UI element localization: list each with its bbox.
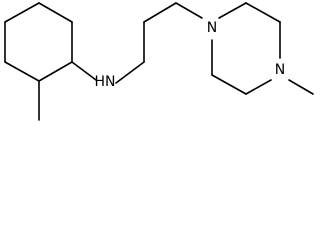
amine-nh-label: HN	[95, 74, 116, 90]
propyl-chain	[115, 2, 203, 84]
bond	[143, 2, 177, 23]
n-methyl-bond	[288, 79, 314, 95]
bond	[38, 61, 73, 82]
bond	[4, 61, 40, 82]
structure-canvas: HN N N	[4, 2, 314, 121]
bond	[218, 2, 247, 19]
bond	[38, 2, 73, 23]
bond	[211, 74, 247, 95]
bond	[245, 79, 272, 95]
bond	[175, 2, 203, 19]
cyclohexane-ring	[4, 2, 73, 82]
bond	[4, 2, 40, 23]
piperazine-n4-label: N	[275, 62, 285, 78]
bond	[245, 2, 281, 23]
bond	[71, 61, 97, 81]
piperazine-ring	[211, 2, 281, 95]
bond	[115, 61, 145, 84]
piperazine-n1-label: N	[207, 20, 217, 36]
molecule-structure: HN N N	[4, 2, 314, 121]
